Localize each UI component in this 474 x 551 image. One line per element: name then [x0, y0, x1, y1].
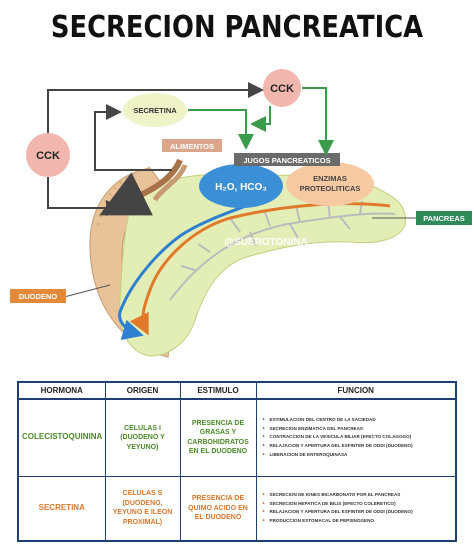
watermark: @SUEROTONINA	[224, 237, 307, 248]
hormona-cell: COLECISTOQUININA	[19, 399, 106, 477]
funcion-item: SECRECION ENZIMATICA DEL PANCREAS	[263, 425, 452, 434]
feedback-arrows	[47, 82, 264, 216]
cck-left-label: CCK	[36, 150, 60, 162]
pancreas-label: PANCREAS	[423, 214, 465, 223]
cck-top-label: CCK	[270, 83, 294, 95]
cck-top-node	[263, 69, 301, 107]
hormone-table: HORMONA ORIGEN ESTIMULO FUNCION COLECIST…	[17, 381, 457, 542]
hormona-cell: SECRETINA	[19, 476, 106, 540]
blue-duct	[118, 198, 263, 340]
pancreas-diagram: H₂O, HCO₃ ENZIMAS PROTEOLITICAS JUGOS PA…	[10, 69, 472, 358]
bicarbonate-blob	[199, 164, 283, 208]
col-origen: ORIGEN	[105, 383, 181, 400]
page-title: SECRECION PANCREATICA	[50, 10, 424, 45]
funcion-item: SECRECION DE IONES BICARBONATO POR EL PA…	[263, 491, 452, 500]
funcion-item: RELAJACION Y APERTURA DEL ESFINTER DE OD…	[263, 508, 452, 517]
estimulo-cell: PRESENCIA DE GRASAS Y CARBOHIDRATOS EN E…	[180, 399, 257, 477]
funcion-cell: ESTIMULACION DEL CENTRO DE LA SACIEDAD S…	[256, 399, 455, 477]
funcion-cell: SECRECION DE IONES BICARBONATO POR EL PA…	[256, 476, 455, 540]
col-funcion: FUNCION	[256, 383, 455, 400]
funcion-item: SECRECION HEPATICA DE BILIS (EFECTO COLE…	[263, 500, 452, 509]
jugos-tag	[234, 153, 340, 166]
col-hormona: HORMONA	[19, 383, 106, 400]
pancreas-tag	[416, 211, 472, 225]
duodeno-tag	[10, 289, 66, 303]
funcion-item: RELAJACION Y APERTURA DEL ESFINTER DE OD…	[263, 442, 452, 451]
origen-cell: CELULAS S (DUODENO, YEYUNO E ILEON PROXI…	[105, 476, 181, 540]
funcion-item: ESTIMULACION DEL CENTRO DE LA SACIEDAD	[263, 416, 452, 425]
origen-cell: CELULAS I (DUODENO Y YEYUNO)	[105, 399, 181, 477]
enzymes-blob	[286, 162, 374, 206]
table-header-row: HORMONA ORIGEN ESTIMULO FUNCION	[19, 383, 455, 400]
jugos-label: JUGOS PANCREATICOS	[243, 156, 330, 165]
green-arrows	[188, 87, 334, 156]
table-row: SECRETINA CELULAS S (DUODENO, YEYUNO E I…	[19, 476, 455, 540]
secretina-label: SECRETINA	[133, 106, 177, 115]
alimentos-tag	[162, 139, 222, 152]
bicarbonate-label: H₂O, HCO₃	[215, 182, 267, 193]
duodeno-label: DUODENO	[19, 292, 58, 301]
enzymes-label-2: PROTEOLITICAS	[300, 184, 361, 193]
table-row: COLECISTOQUININA CELULAS I (DUODENO Y YE…	[19, 399, 455, 477]
estimulo-cell: PRESENCIA DE QUIMO ACIDO EN EL DUODENO	[180, 476, 257, 540]
cck-left-node	[26, 133, 70, 177]
secretina-node	[123, 93, 187, 127]
enzymes-label-1: ENZIMAS	[313, 174, 347, 183]
funcion-item: PRODUCCION ESTOMACAL DE PEPSINOGENO	[263, 517, 452, 526]
col-estimulo: ESTIMULO	[180, 383, 257, 400]
funcion-item: LIBERACION DE ENTEROQUINASA	[263, 451, 452, 460]
funcion-item: CONTRACCION DE LA VESICULA BILIAR (EFECT…	[263, 433, 452, 442]
alimentos-label: ALIMENTOS	[170, 142, 214, 151]
